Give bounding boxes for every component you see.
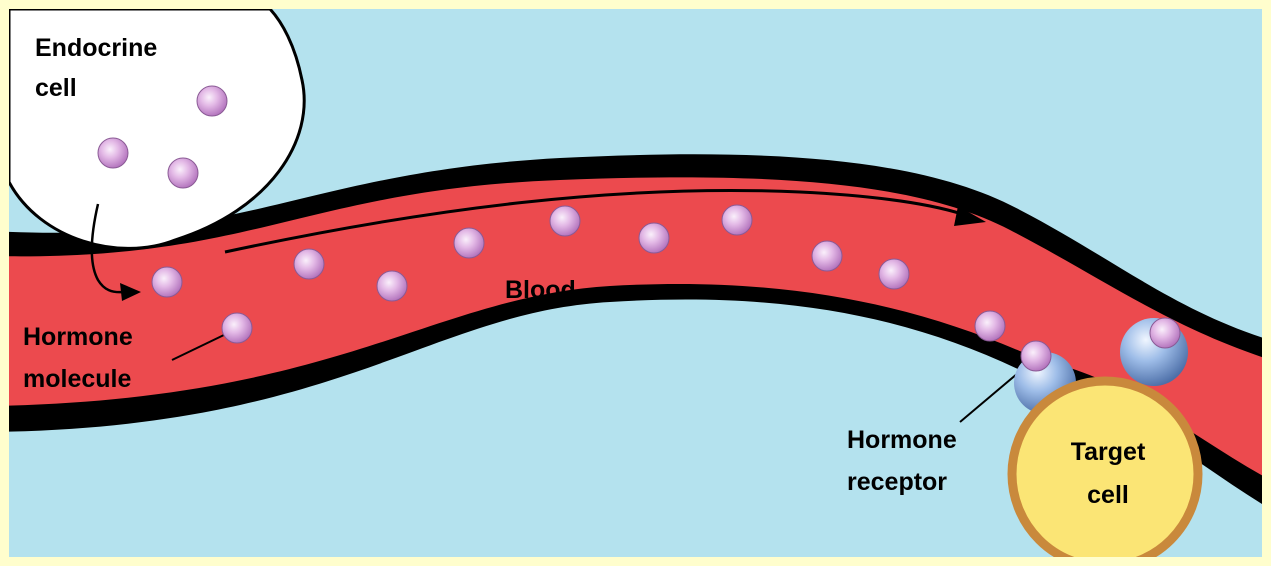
hormone-molecule (98, 138, 128, 168)
hormone-molecule (1150, 318, 1180, 348)
hormone-molecule (879, 259, 909, 289)
hormone-molecule (152, 267, 182, 297)
hormone-receptor-label-line1: Hormone (847, 426, 957, 454)
blood-label: Blood (505, 276, 576, 304)
hormone-molecule-label-line2: molecule (23, 365, 131, 393)
hormone-molecule (639, 223, 669, 253)
target-cell (1012, 381, 1198, 566)
target-cell-label-line2: cell (1087, 481, 1129, 509)
hormone-molecule (975, 311, 1005, 341)
hormone-molecule (722, 205, 752, 235)
hormone-receptor-label-line2: receptor (847, 468, 947, 496)
hormone-molecule (1021, 341, 1051, 371)
hormone-molecule (222, 313, 252, 343)
hormone-molecule (454, 228, 484, 258)
hormone-molecule (812, 241, 842, 271)
target-cell-label-line1: Target (1071, 438, 1146, 466)
endocrine-cell-label-line2: cell (35, 74, 77, 102)
hormone-molecule (550, 206, 580, 236)
hormone-molecule-label-line1: Hormone (23, 323, 133, 351)
hormone-molecule (294, 249, 324, 279)
endocrine-cell-label-line1: Endocrine (35, 34, 157, 62)
hormone-molecule (168, 158, 198, 188)
hormone-molecule (377, 271, 407, 301)
hormone-molecule (197, 86, 227, 116)
